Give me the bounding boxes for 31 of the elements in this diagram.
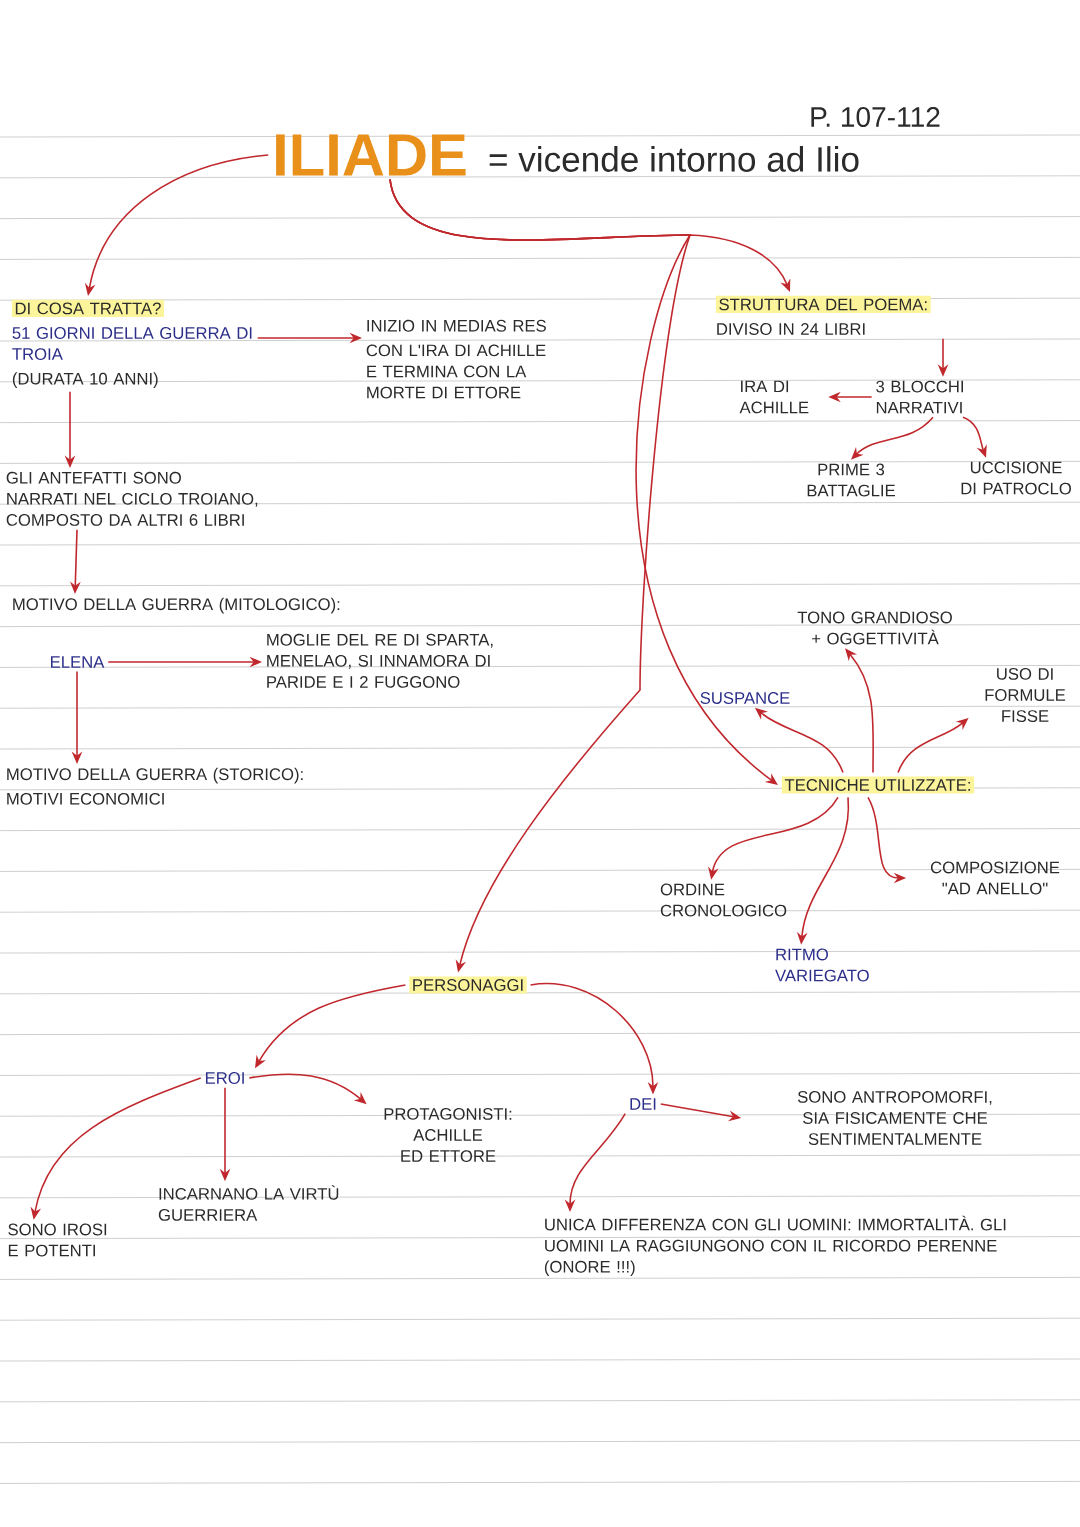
subtitle-text: = vicende intorno ad Ilio (489, 146, 859, 172)
note-text: MOTIVO DELLA GUERRA (STORICO): MOTIVI ECONOMICI (7, 767, 303, 805)
note-text: USO DI FORMULE FISSE (985, 668, 1066, 722)
note-text: IRA DI ACHILLE (739, 380, 809, 414)
note-text: SONO IROSI E POTENTI (8, 1223, 107, 1257)
note-text: INCARNANO LA VIRTÙ GUERRIERA (158, 1185, 339, 1221)
topic-text: TECNICHE UTILIZZATE: (781, 776, 975, 794)
page-reference: P. 107-112 (811, 107, 940, 127)
note-text: 3 BLOCCHI NARRATIVI (876, 380, 963, 414)
topic-text: PERSONAGGI (409, 976, 527, 994)
title-text: ILIADE (276, 134, 466, 176)
topic-text: DI COSA TRATTA? 51 GIORNI DELLA GUERRA DI TROIA (DURATA 10 ANNI) (11, 299, 252, 388)
note-text: PROTAGONISTI: ACHILLE ED ETTORE (384, 1108, 512, 1162)
note-text: DEI (630, 1098, 656, 1110)
note-text: SUSPANCE (700, 692, 790, 704)
note-text: COMPOSIZIONE "AD ANELLO" (930, 861, 1060, 895)
topic-text: STRUTTURA DEL POEMA: DIVISO IN 24 LIBRI (715, 295, 931, 335)
note-text: SONO ANTROPOMORFI, SIA FISICAMENTE CHE SENTIMENTALMENTE (797, 1091, 992, 1145)
note-text: RITMO VARIEGATO (775, 948, 869, 982)
note-text: ELENA (51, 656, 105, 668)
note-text: UNICA DIFFERENZA CON GLI UOMINI: IMMORTALITÀ. GLI UOMINI LA RAGGIUNGONO CON IL RICORDO PERENNE (ONORE !!!) (544, 1215, 1006, 1276)
note-text: EROI (205, 1072, 244, 1084)
arrow (851, 416, 934, 460)
note-text: PRIME 3 BATTAGLIE (807, 463, 895, 497)
note-text: MOTIVO DELLA GUERRA (MITOLOGICO): (13, 597, 340, 614)
note-text: TONO GRANDIOSO + OGGETTIVITÀ (797, 611, 952, 645)
note-text: UCCISIONE DI PATROCLO (961, 461, 1071, 495)
note-text: GLI ANTEFATTI SONO NARRATI NEL CICLO TROIANO, COMPOSTO DA ALTRI 6 LIBRI (6, 471, 258, 526)
note-text: ORDINE CRONOLOGICO (660, 883, 787, 917)
note-text: INIZIO IN MEDIAS RES CON L'IRA DI ACHILLE E TERMINA CON LA MORTE DI ETTORE (366, 319, 546, 399)
note-text: MOGLIE DEL RE DI SPARTA, MENELAO, SI INNAMORA DI PARIDE E I 2 FUGGONO (267, 633, 493, 688)
